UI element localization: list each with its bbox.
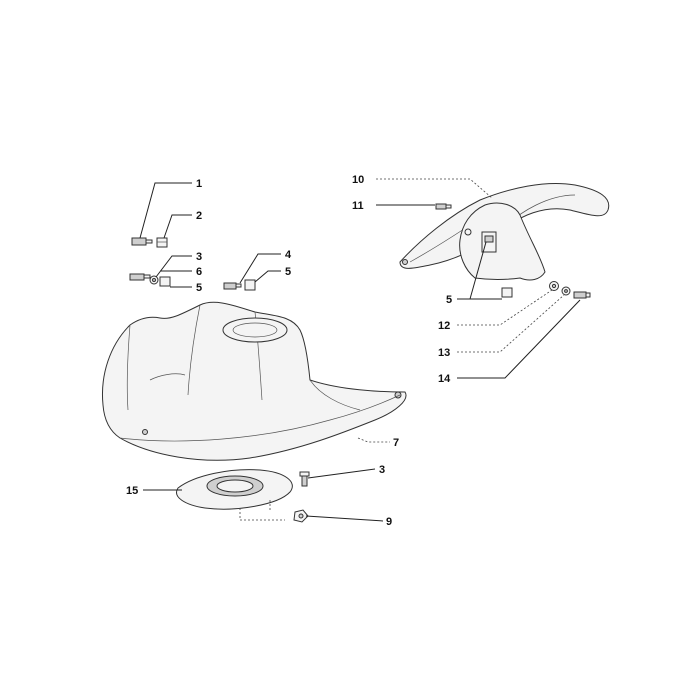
callout-7: 7	[393, 437, 399, 449]
washer-part-6	[149, 275, 159, 285]
nut-part-9	[293, 509, 309, 523]
leader-7	[357, 437, 390, 443]
screw-part-11	[435, 203, 452, 210]
callout-4: 4	[285, 249, 292, 261]
callout-6: 6	[196, 266, 202, 278]
clip-nut-part-5-left	[159, 276, 171, 287]
clip-nut-part-5-mid	[244, 279, 256, 291]
horn-grille-part-15	[176, 469, 293, 521]
callout-3-lower: 3	[379, 464, 385, 476]
callout-5-mid: 5	[285, 266, 291, 278]
washer-part-13	[561, 286, 571, 296]
callout-12: 12	[438, 320, 450, 332]
callout-5-left: 5	[196, 282, 202, 294]
screw-part-4	[223, 282, 242, 290]
clip-nut-part-2	[156, 237, 168, 248]
leader-9	[305, 515, 384, 522]
leader-5-right-up	[469, 241, 487, 300]
leader-2	[163, 214, 192, 239]
callout-15: 15	[126, 485, 138, 497]
front-shield-part-7	[101, 301, 407, 461]
callout-1: 1	[196, 178, 202, 190]
leader-13	[457, 294, 565, 353]
leader-4	[239, 253, 281, 284]
washer-part-12	[549, 281, 559, 291]
callout-9: 9	[386, 516, 392, 528]
leader-14	[457, 299, 581, 379]
leader-3-lower	[307, 468, 376, 479]
leader-10	[376, 178, 493, 199]
callout-5-right: 5	[446, 294, 452, 306]
leader-1	[139, 182, 192, 239]
callout-13: 13	[438, 347, 450, 359]
callout-11: 11	[352, 200, 364, 212]
screw-part-3-upper	[129, 273, 151, 281]
clip-nut-part-5-right	[501, 287, 513, 298]
callout-14: 14	[438, 373, 451, 385]
callout-10: 10	[352, 174, 364, 186]
screw-part-1	[131, 237, 153, 246]
leader-5-mid	[254, 270, 281, 283]
callout-2: 2	[196, 210, 202, 222]
leader-12	[457, 289, 553, 326]
callout-3-upper: 3	[196, 251, 202, 263]
bolt-part-14	[573, 291, 591, 299]
leader-3-upper	[155, 255, 192, 278]
front-mudguard-part-10	[399, 182, 610, 281]
screw-part-3-lower	[299, 471, 310, 487]
